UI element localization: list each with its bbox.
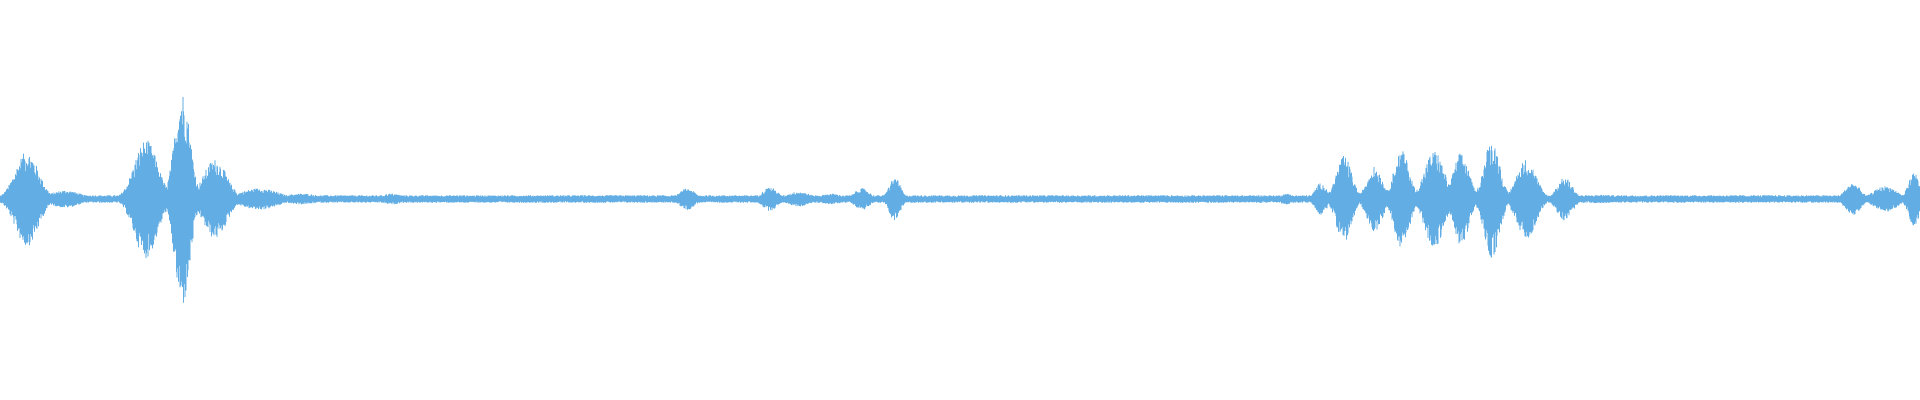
waveform-trace xyxy=(0,97,1920,303)
